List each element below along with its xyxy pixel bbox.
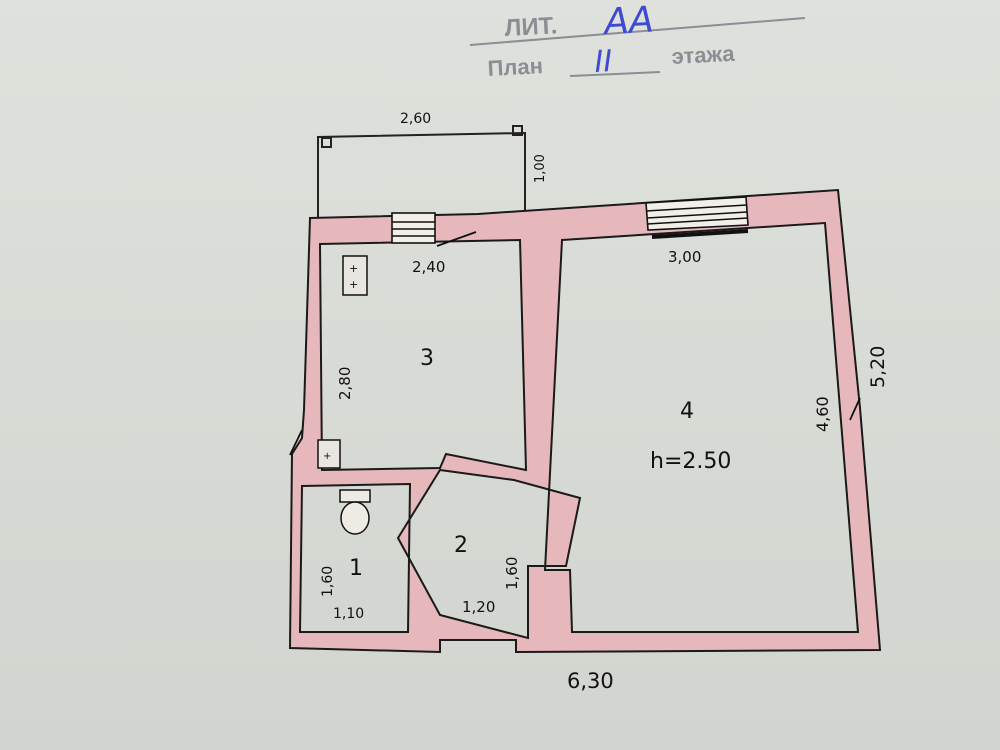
overall-width-dim: 6,30 [567,669,614,693]
balcony-door [436,231,477,247]
svg-text:+: + [349,262,358,275]
overall-depth-dim: 5,20 [867,346,889,388]
kitchen-sink: + [317,439,341,469]
doors [289,231,861,456]
floor-suffix: этажа [671,41,736,69]
walls [288,188,882,654]
kitchen-window [391,212,436,244]
header-line-top [469,17,806,46]
ceiling-height: h=2.50 [650,449,731,474]
room-4-number: 4 [680,399,694,424]
room-2-number: 2 [454,533,468,558]
floor-value: II [594,44,614,80]
hall-width-dim: 1,20 [462,598,495,616]
lit-value: АА [601,0,654,43]
header-line-floor [569,71,661,77]
living-depth-dim: 4,60 [813,396,832,432]
plan-label: План [487,53,544,81]
living-window [645,196,749,239]
entrance-door [289,429,303,456]
room-1-number: 1 [349,556,363,581]
kitchen-stove: + + [342,255,368,296]
kitchen-depth-dim: 2,80 [336,367,354,400]
lit-label: ЛИТ. [504,12,558,42]
balcony-outline [317,131,526,218]
kitchen-width-dim: 2,40 [412,258,445,276]
room-3-number: 3 [420,346,434,371]
balcony-post-left [321,137,332,148]
balcony-post-right [512,125,523,136]
bath-width-dim: 1,10 [333,606,364,622]
living-width-dim: 3,00 [668,248,701,266]
balcony-width-dim: 2,60 [400,111,431,127]
header-stamp: ЛИТ. АА План II этажа [469,0,806,81]
right-wall-break [849,397,861,421]
kitchen-window-frame [391,212,436,244]
svg-text:+: + [349,278,358,291]
hall-depth-dim: 1,60 [503,557,521,590]
bath-depth-dim: 1,60 [320,566,336,597]
balcony [317,125,526,218]
svg-text:+: + [323,451,331,462]
toilet [339,489,371,535]
balcony-depth-dim: 1,00 [533,154,548,183]
